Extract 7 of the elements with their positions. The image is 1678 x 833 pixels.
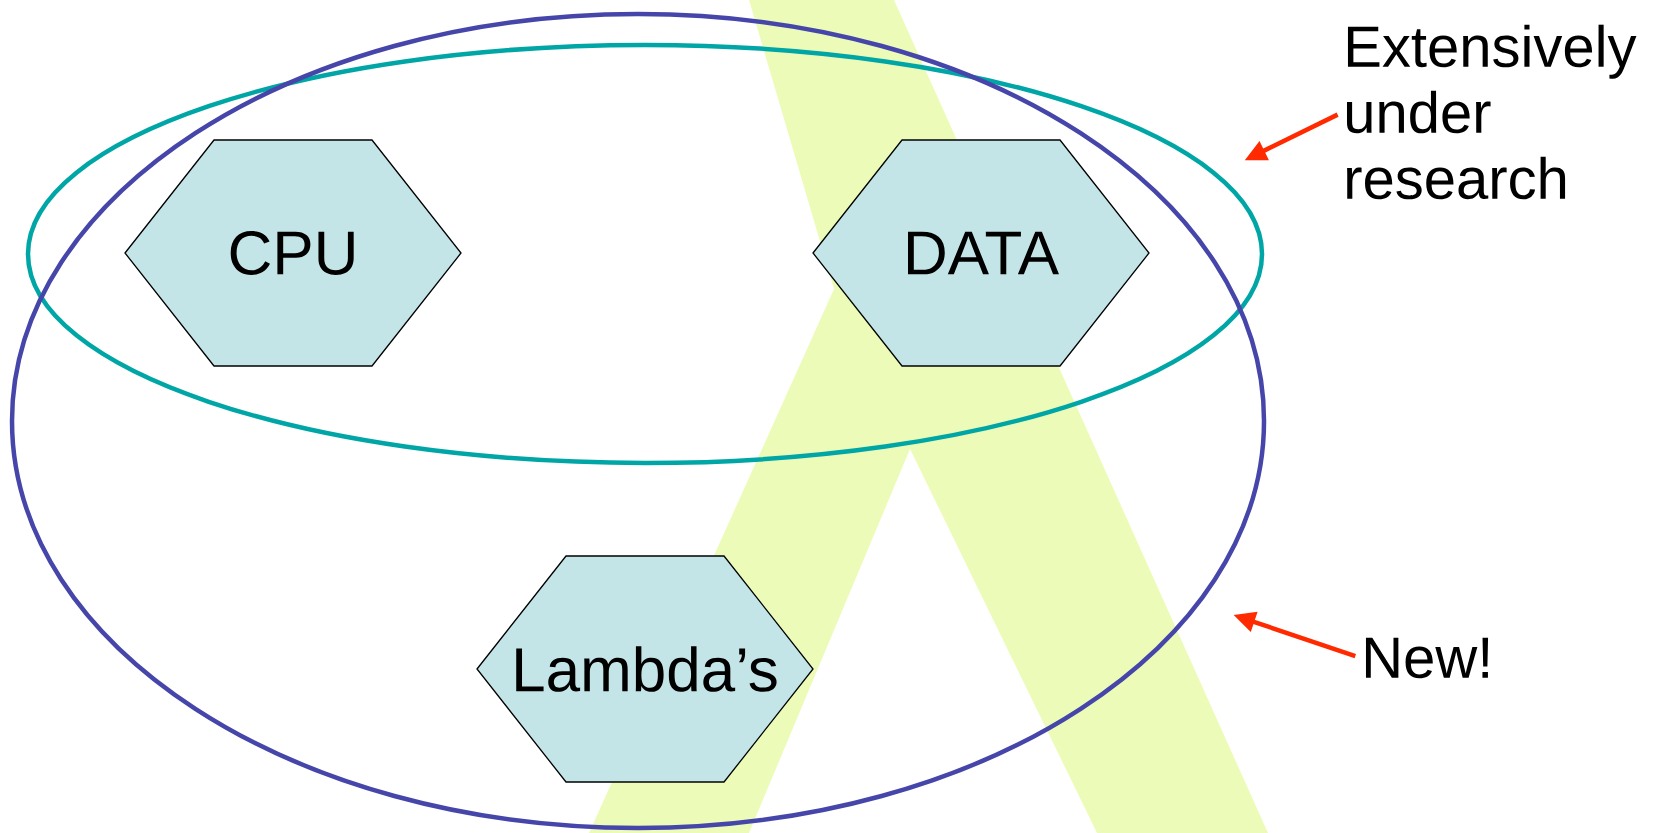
annotation-text: New!	[1365, 637, 1489, 679]
hexagon: Lambda’s	[476, 555, 814, 783]
hexagon: DATA	[812, 139, 1150, 367]
annotation-text: Extensively under research	[1347, 24, 1637, 200]
ellipse-outline	[25, 42, 1265, 466]
ellipse-outline	[9, 11, 1267, 831]
hexagon: CPU	[124, 139, 462, 367]
